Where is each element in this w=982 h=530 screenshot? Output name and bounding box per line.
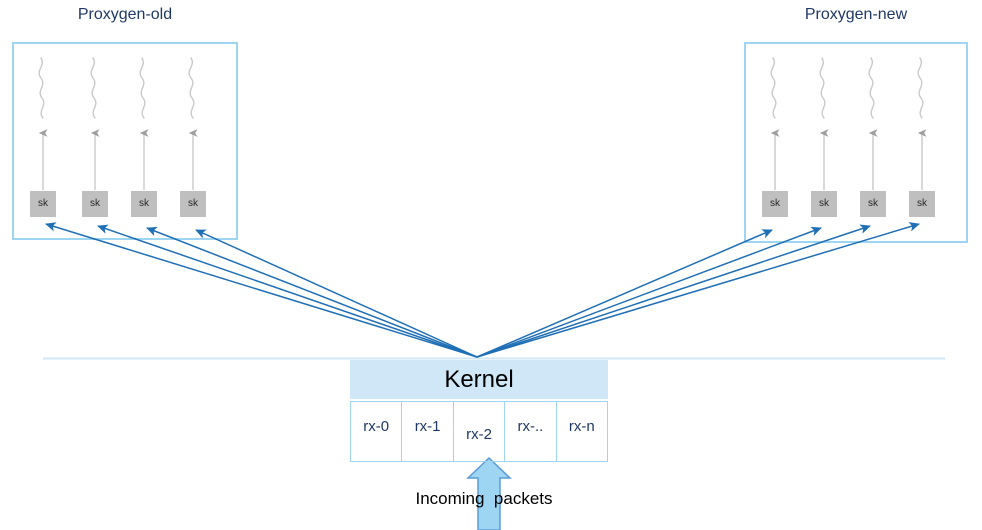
rx-queue-cell: rx-1 — [402, 402, 454, 461]
kernel-box: Kernel — [350, 360, 608, 399]
left-gray-arrow-group — [38, 129, 198, 190]
sk-box: sk — [131, 191, 157, 217]
kernel-to-old-arrow-group — [45, 222, 478, 358]
incoming-packets-label: Incoming packets — [415, 489, 553, 508]
incoming-packets-arrow — [466, 456, 512, 530]
sk-box: sk — [860, 191, 886, 217]
rx-queue-row: rx-0 rx-1 rx-2 rx-.. rx-n — [350, 401, 608, 462]
rx-queue-label: rx-0 — [363, 418, 390, 435]
sk-box: sk — [909, 191, 935, 217]
sk-box: sk — [811, 191, 837, 217]
rx-queue-cell: rx-0 — [351, 402, 403, 461]
sk-box: sk — [30, 191, 56, 217]
right-gray-arrow-group — [770, 129, 927, 190]
proxygen-new-title: Proxygen-new — [804, 6, 908, 23]
sk-box: sk — [82, 191, 108, 217]
proxygen-new-container — [744, 42, 968, 243]
kernel-to-new-arrow-group — [476, 222, 920, 358]
right-squiggle-group — [770, 57, 924, 119]
proxygen-old-container — [12, 42, 238, 240]
sk-box: sk — [180, 191, 206, 217]
rx-queue-cell: rx-2 — [454, 402, 506, 461]
left-squiggle-group — [38, 57, 195, 119]
sk-box: sk — [762, 191, 788, 217]
rx-queue-label: rx-.. — [517, 418, 544, 435]
rx-queue-label: rx-2 — [466, 426, 492, 443]
rx-queue-cell: rx-.. — [505, 402, 557, 461]
rx-queue-label: rx-n — [568, 418, 595, 435]
proxygen-old-title: Proxygen-old — [77, 6, 173, 23]
rx-queue-label: rx-1 — [414, 418, 441, 435]
rx-queue-cell: rx-n — [557, 402, 607, 461]
